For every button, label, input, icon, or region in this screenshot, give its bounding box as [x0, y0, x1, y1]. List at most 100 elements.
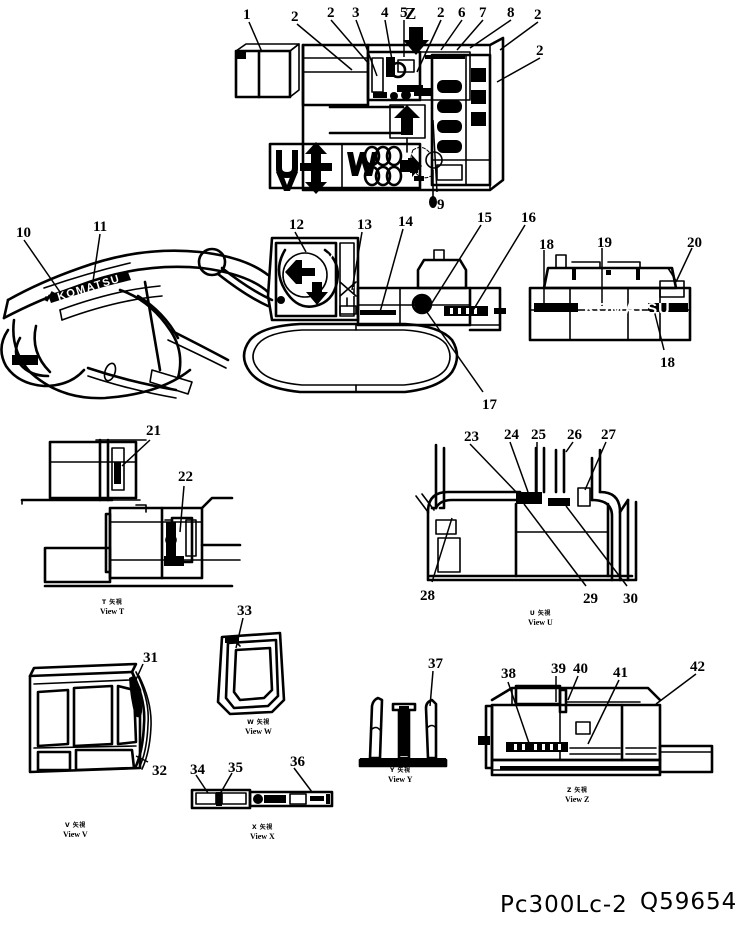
view-y-pedals	[358, 696, 448, 768]
callout-number-2: 2	[536, 43, 544, 59]
callout-number-14: 14	[398, 214, 413, 230]
callout-number-35: 35	[228, 760, 243, 776]
callout-number-20: 20	[687, 235, 702, 251]
section-mark-z: Z	[405, 4, 417, 23]
view-label-en: View W	[245, 727, 272, 736]
view-v-cab	[28, 662, 152, 774]
callout-number-15: 15	[477, 210, 492, 226]
callout-number-27: 27	[601, 427, 616, 443]
view-label-jp: W 矢視	[247, 719, 270, 726]
callout-number-31: 31	[143, 650, 158, 666]
view-w-mirror	[216, 631, 286, 716]
callout-number-5: 5	[400, 5, 408, 21]
callout-number-2: 2	[291, 9, 299, 25]
view-label-jp: T 矢視	[102, 599, 123, 606]
callout-number-18: 18	[660, 355, 675, 371]
view-label-en: View V	[63, 830, 88, 839]
callout-number-7: 7	[479, 5, 487, 21]
callout-number-4: 4	[381, 5, 389, 21]
svg-text:Y: Y	[326, 251, 334, 265]
counterweight-komatsu-decal-text: KOMATSU	[584, 301, 670, 318]
callout-number-11: 11	[93, 219, 108, 235]
top-console-arrow-block	[328, 104, 426, 153]
callout-number-1: 1	[243, 7, 251, 23]
view-z-drawing	[478, 684, 714, 777]
callout-number-23: 23	[464, 429, 479, 445]
view-u-drawing	[415, 443, 638, 582]
callout-number-2: 2	[534, 7, 542, 23]
view-label-jp: Z 矢視	[566, 787, 588, 794]
handwritten-drawing-number: Q59654	[640, 889, 738, 915]
callout-number-36: 36	[290, 754, 305, 770]
counterweight-leader-lines	[543, 247, 693, 351]
section-arrow-z	[403, 27, 429, 55]
top-console-body	[301, 36, 505, 192]
callout-number-32: 32	[152, 763, 167, 779]
view-x-leaders	[195, 767, 313, 795]
callout-number-19: 19	[597, 235, 612, 251]
callout-number-13: 13	[357, 217, 372, 233]
cab-with-control-decal: Y X	[266, 236, 360, 322]
control-pattern-decal	[268, 142, 422, 194]
callout-number-34: 34	[190, 762, 205, 778]
callout-number-21: 21	[146, 423, 161, 439]
callout-number-24: 24	[504, 427, 519, 443]
counterweight-rear-view	[528, 254, 692, 342]
view-label-en: View Y	[388, 775, 413, 784]
view-label-jp: X 矢視	[252, 824, 273, 831]
view-label-jp: V 矢視	[64, 822, 86, 829]
callout-number-22: 22	[178, 469, 193, 485]
view-x-decals	[190, 788, 334, 810]
view-t-drawing	[20, 438, 242, 588]
callout-number-26: 26	[567, 427, 582, 443]
top-leader-lines	[248, 19, 541, 193]
svg-text:KOMATSU: KOMATSU	[56, 273, 122, 304]
top-console-detail-9	[408, 146, 443, 208]
callout-number-28: 28	[420, 588, 435, 604]
view-w-leader	[235, 617, 244, 649]
part-1-box	[234, 43, 300, 99]
callout-number-39: 39	[551, 661, 566, 677]
view-u-leaders	[431, 441, 628, 587]
view-t-leaders	[121, 439, 185, 533]
callout-number-29: 29	[583, 591, 598, 607]
callout-number-38: 38	[501, 666, 516, 682]
callout-number-42: 42	[690, 659, 705, 675]
callout-number-9: 9	[437, 197, 445, 213]
callout-number-8: 8	[507, 5, 515, 21]
callout-number-12: 12	[289, 217, 304, 233]
view-v-leaders	[133, 663, 149, 763]
callout-number-30: 30	[623, 591, 638, 607]
callout-number-6: 6	[458, 5, 466, 21]
callout-number-2: 2	[437, 5, 445, 21]
callout-number-33: 33	[237, 603, 252, 619]
view-label-en: View T	[100, 607, 125, 616]
callout-number-17: 17	[482, 397, 497, 413]
excavator-side-view	[0, 247, 274, 400]
view-label-en: View X	[250, 832, 275, 841]
callout-number-41: 41	[613, 665, 628, 681]
view-label-jp: U 矢視	[529, 610, 551, 617]
handwritten-model-number: Pc300Lc-2	[500, 892, 628, 918]
callout-number-16: 16	[521, 210, 536, 226]
callout-number-2: 2	[327, 5, 335, 21]
callout-number-40: 40	[573, 661, 588, 677]
view-y-leader	[429, 670, 434, 707]
callout-number-10: 10	[16, 225, 31, 241]
top-console-panel-strip	[430, 53, 492, 187]
view-z-leaders	[507, 673, 697, 747]
view-label-en: View Z	[565, 795, 590, 804]
view-label-en: View U	[528, 618, 553, 627]
callout-number-18: 18	[539, 237, 554, 253]
view-label-jp: Y 矢視	[390, 767, 411, 774]
machine-leader-lines	[23, 224, 526, 393]
